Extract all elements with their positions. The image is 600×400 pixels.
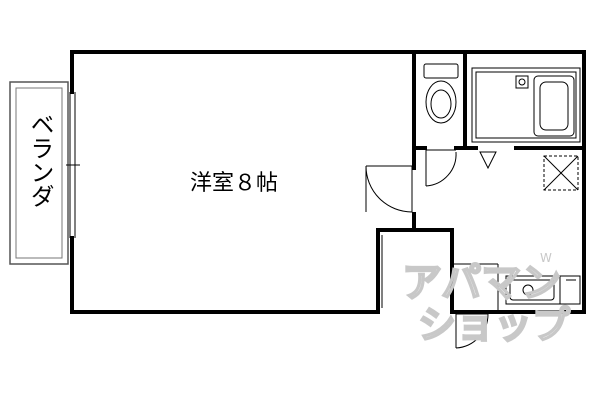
inner-lines	[381, 235, 499, 310]
main-room-label: 洋室８帖	[190, 171, 278, 196]
svg-text:アパマン: アパマン	[402, 260, 561, 306]
watermark-logo: アパマン ショップ W	[401, 251, 571, 348]
entrance-door	[455, 313, 489, 349]
storage-icon	[543, 155, 579, 191]
kitchen-sink-icon	[505, 275, 581, 305]
balcony-label: ベランダ	[26, 112, 54, 208]
bath-door	[479, 151, 497, 170]
balcony: ベランダ	[9, 81, 69, 265]
toilet-door	[425, 149, 457, 187]
svg-text:W: W	[540, 251, 552, 265]
bathtub-icon	[471, 67, 581, 143]
room-door	[365, 165, 413, 213]
svg-text:ショップ: ショップ	[418, 303, 570, 347]
toilet-icon	[423, 63, 459, 124]
walls	[70, 50, 586, 314]
balcony-window	[66, 92, 80, 238]
